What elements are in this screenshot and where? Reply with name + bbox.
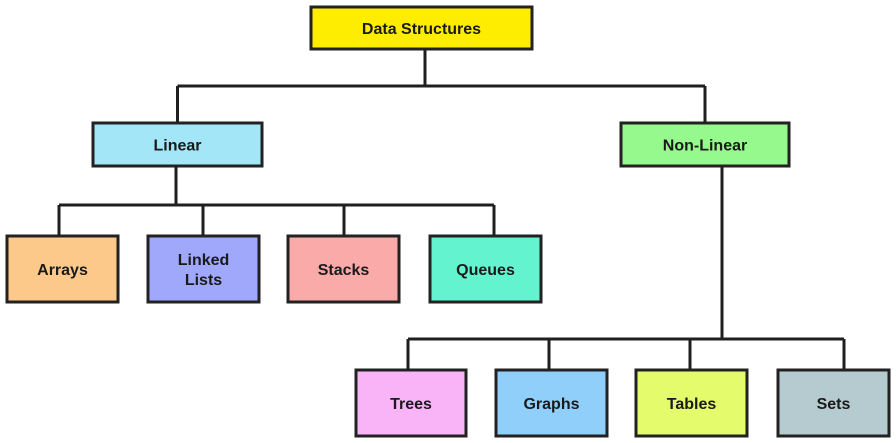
node-sets-box [776,368,891,438]
node-queues: Queues [428,234,543,304]
node-arrays: Arrays [5,234,120,304]
node-trees: Trees [354,368,468,438]
node-linked-label: Lists [185,272,222,289]
node-nonlinear-label: Non-Linear [663,138,747,155]
node-sets-label: Sets [817,396,851,413]
node-root-box [309,5,534,51]
node-stacks: Stacks [286,234,401,304]
node-root: Data Structures [309,5,534,51]
node-queues-label: Queues [456,262,515,279]
node-trees-label: Trees [390,396,432,413]
node-stacks-box [286,234,401,304]
node-trees-box [354,368,468,438]
node-linked-label: Linked [178,252,230,269]
node-arrays-box [5,234,120,304]
node-graphs: Graphs [494,368,609,438]
node-linear-box [91,121,264,168]
node-root-label: Data Structures [362,21,481,38]
node-graphs-box [494,368,609,438]
connector-lines [57,49,846,370]
node-queues-box [428,234,543,304]
node-tables-box [634,368,749,438]
node-graphs-label: Graphs [523,396,579,413]
node-nonlinear-box [619,121,791,168]
node-sets: Sets [776,368,891,438]
node-linear-label: Linear [153,138,201,155]
node-tables-label: Tables [667,396,717,413]
node-linked-box [146,234,261,304]
node-linear: Linear [91,121,264,168]
node-nonlinear: Non-Linear [619,121,791,168]
node-arrays-label: Arrays [37,262,88,279]
node-tables: Tables [634,368,749,438]
node-stacks-label: Stacks [318,262,370,279]
